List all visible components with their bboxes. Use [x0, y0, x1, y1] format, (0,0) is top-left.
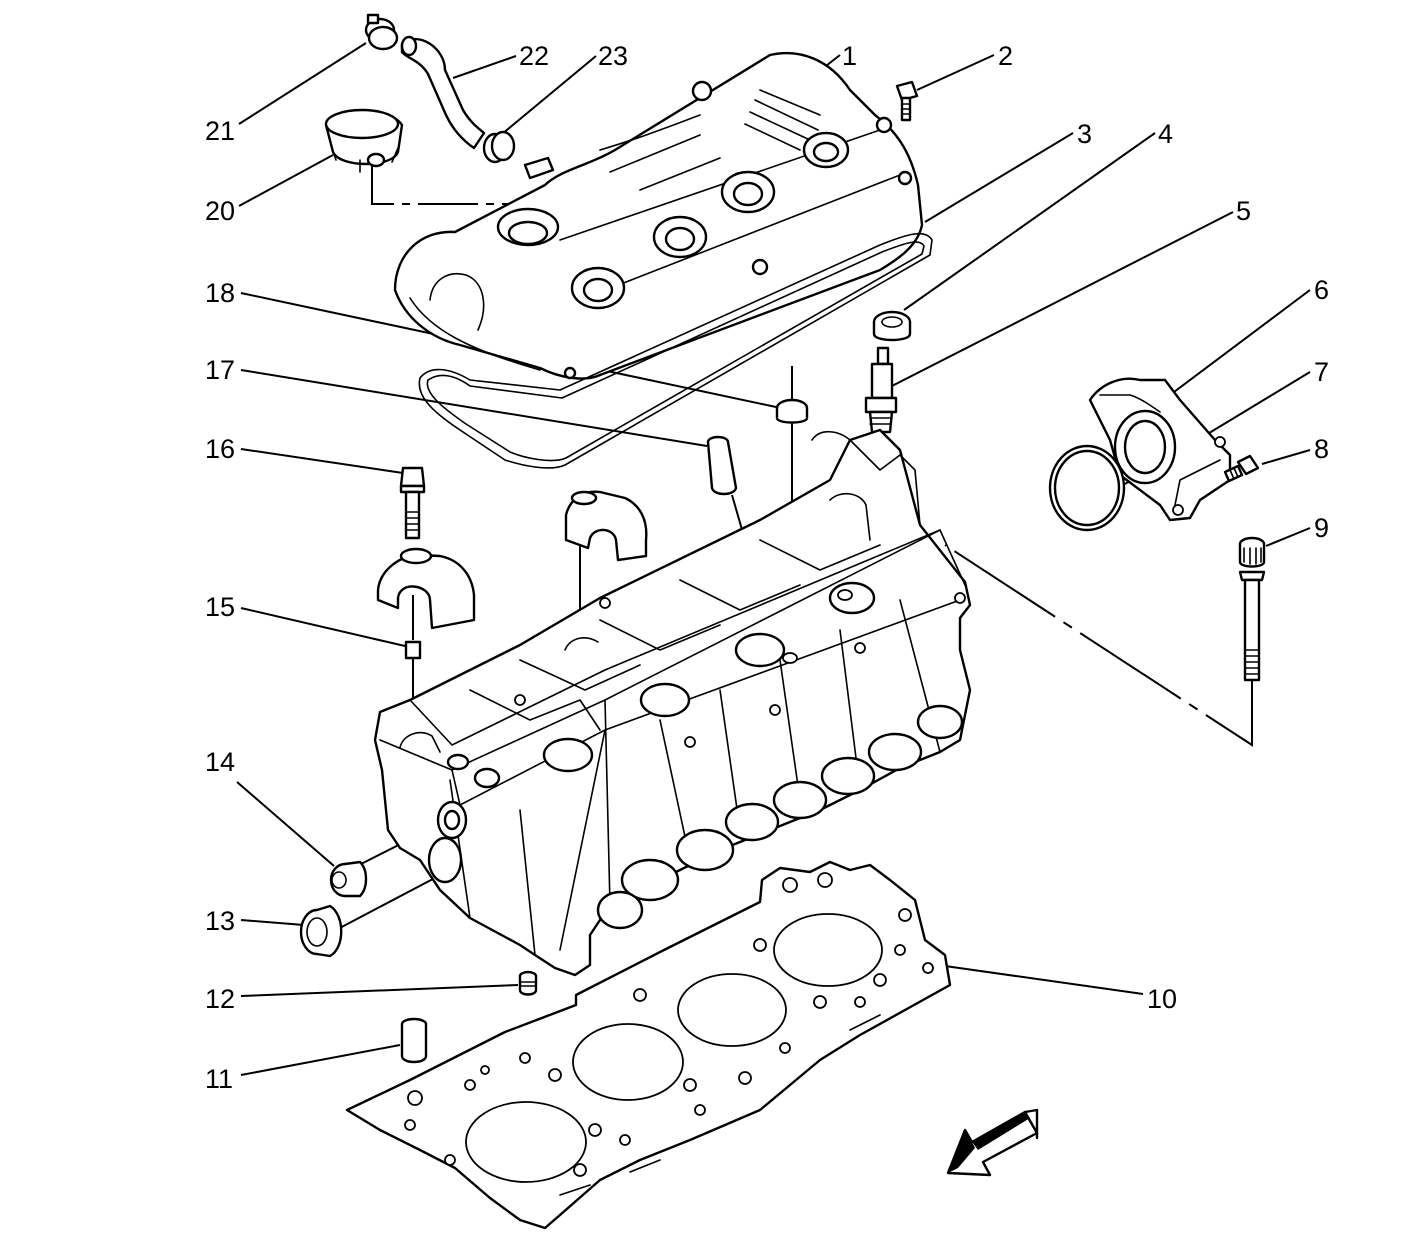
callout-10: 10: [1147, 984, 1177, 1014]
cylinder-head-cover-1: [393, 51, 924, 380]
head-gasket-10: [345, 860, 952, 1230]
spark-plug-5: [864, 346, 898, 434]
front-direction-arrow: [946, 1108, 1039, 1177]
sleeve-17: [706, 435, 738, 496]
callout-9: 9: [1314, 513, 1329, 543]
leader-8: [1261, 449, 1311, 465]
leader-5: [887, 211, 1234, 389]
camshaft-cap-front: [564, 490, 648, 562]
hose-clamp-21: [364, 13, 399, 51]
water-outlet-housing-6: [1088, 377, 1232, 522]
o-ring-7: [1048, 444, 1126, 532]
callout-5: 5: [1236, 196, 1251, 226]
callout-2: 2: [998, 41, 1013, 71]
leader-21: [238, 42, 367, 125]
guide-seal-13: [335, 869, 451, 931]
pcv-hose-22: [400, 35, 486, 150]
callout-4: 4: [1158, 119, 1173, 149]
leader-23: [501, 55, 597, 135]
callout-20: 20: [205, 196, 235, 226]
callout-21: 21: [205, 116, 235, 146]
camshaft-cap-15: [376, 547, 476, 660]
cylinder-head: [373, 428, 972, 977]
leader-17: [240, 369, 708, 447]
leader-4: [903, 132, 1156, 311]
callout-13: 13: [205, 906, 235, 936]
plug-14: [329, 860, 368, 898]
leader-22: [452, 55, 517, 79]
callout-12: 12: [205, 984, 235, 1014]
callout-1: 1: [842, 41, 857, 71]
leader-12: [240, 984, 519, 997]
cap-bolt-16: [399, 466, 426, 540]
oil-filler-cap-20: [324, 108, 404, 173]
callout-22: 22: [519, 41, 549, 71]
cover-bolt-2: [895, 80, 919, 122]
callout-23: 23: [598, 41, 628, 71]
leader-13: [240, 919, 305, 926]
dowel-sleeve-11: [400, 1017, 428, 1064]
leader-6: [1169, 289, 1311, 396]
leader-14: [236, 781, 335, 867]
dowel-12: [518, 970, 538, 996]
callout-7: 7: [1314, 357, 1329, 387]
hose-clamp-23: [482, 130, 516, 164]
leader-9: [1265, 527, 1311, 547]
plug-tube-seal-4: [872, 310, 912, 342]
guide-bolt-9: [944, 544, 1253, 747]
cover-gasket-3: [418, 232, 933, 469]
leader-16: [240, 448, 404, 474]
callout-11: 11: [205, 1064, 233, 1094]
callout-18: 18: [205, 278, 235, 308]
seal-18: [775, 398, 809, 424]
leader-11: [240, 1044, 401, 1076]
callout-6: 6: [1314, 275, 1329, 305]
leader-2: [916, 54, 995, 91]
housing-bolt-8: [1223, 454, 1260, 483]
callout-8: 8: [1314, 434, 1329, 464]
callout-labels: 1 2 3 4 5 6 7 8 9 10 11 12 13 14 15 16 1…: [205, 41, 1329, 1094]
callout-17: 17: [205, 355, 235, 385]
callout-14: 14: [205, 747, 235, 777]
leader-15: [240, 607, 406, 647]
leader-10: [944, 965, 1144, 995]
camshaft-seal-13: [299, 904, 343, 958]
callout-3: 3: [1077, 119, 1092, 149]
callout-15: 15: [205, 592, 235, 622]
leader-3: [924, 132, 1074, 223]
head-bolt-9: [1238, 536, 1266, 682]
leader-20: [238, 154, 334, 207]
callout-16: 16: [205, 434, 235, 464]
